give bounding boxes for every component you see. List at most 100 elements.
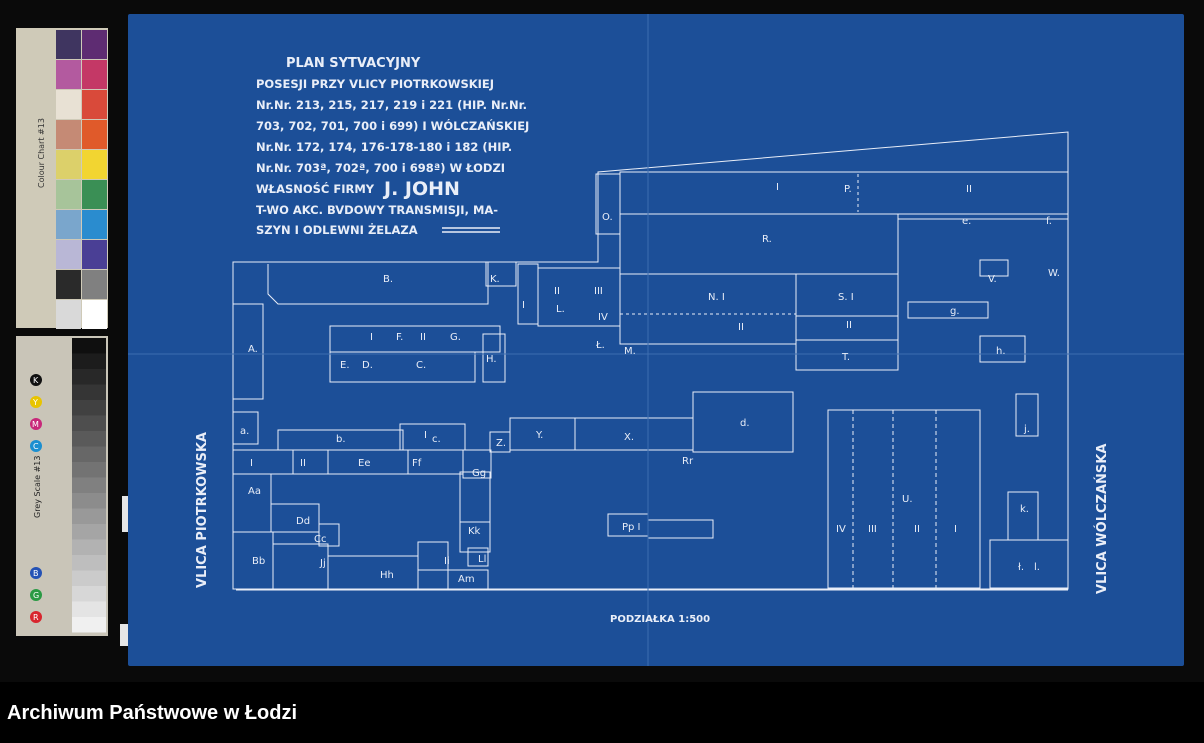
street-label-right: VLICA WÓLCZAŃSKA <box>1094 444 1110 594</box>
y-dot: Y <box>32 398 38 407</box>
colour-swatch <box>56 60 81 89</box>
colour-swatch <box>82 60 107 89</box>
colour-swatch <box>82 30 107 59</box>
building-label: D. <box>362 360 373 371</box>
title-line: Nr.Nr. 703ª, 702ª, 700 i 698ª) W ŁODZI <box>256 161 505 175</box>
cmyk-dots: K Y M C B G R <box>30 374 42 623</box>
building-label: g. <box>950 306 960 317</box>
scan-area: Colour Chart #13 Grey Scale #13 K Y M C … <box>16 14 1184 666</box>
colour-swatch <box>56 210 81 239</box>
building-label: O. <box>602 212 613 223</box>
building-label: Kk <box>468 526 481 537</box>
building-label: A. <box>248 344 258 355</box>
grey-step <box>72 462 106 478</box>
building-label: U. <box>902 494 913 505</box>
k-dot: K <box>33 376 39 385</box>
building-label: IV <box>598 312 608 323</box>
grey-step <box>72 493 106 509</box>
building-label: II <box>420 332 426 343</box>
building-label: F. <box>396 332 403 343</box>
grey-step <box>72 570 106 586</box>
b-dot: B <box>33 569 39 578</box>
m-dot: M <box>32 420 39 429</box>
grey-step <box>72 524 106 540</box>
title-line: Nr.Nr. 213, 215, 217, 219 i 221 (HIP. Nr… <box>256 98 527 112</box>
building-label: h. <box>996 346 1006 357</box>
building-label: Ll <box>478 554 486 565</box>
colour-swatch <box>56 120 81 149</box>
colour-swatches <box>56 30 107 329</box>
building-label: II <box>914 524 920 535</box>
building-label: II <box>554 286 560 297</box>
colour-swatch <box>56 150 81 179</box>
colour-swatch <box>82 120 107 149</box>
building-label: S. I <box>838 292 854 303</box>
grey-step <box>72 431 106 447</box>
c-dot: C <box>33 442 39 451</box>
building-label: b. <box>336 434 346 445</box>
building-label: Cc <box>314 534 326 545</box>
title-line: Nr.Nr. 172, 174, 176-178-180 i 182 (HIP. <box>256 140 512 154</box>
grey-steps <box>72 338 106 633</box>
archive-credit: Archiwum Państwowe w Łodzi <box>7 702 298 724</box>
company-line: T-WO AKC. BVDOWY TRANSMISJI, MA- <box>256 203 498 217</box>
building-label: V. <box>988 274 997 285</box>
colour-swatch <box>56 300 81 329</box>
building-label: G. <box>450 332 461 343</box>
building-label: Ee <box>358 458 370 469</box>
building-label: I <box>250 458 253 469</box>
title-block: PLAN SYTVACYJNY POSESJI PRZY VLICY PIOTR… <box>256 56 529 237</box>
colour-swatch <box>56 240 81 269</box>
scale-label: PODZIAŁKA 1:500 <box>610 614 710 625</box>
building-label: E. <box>340 360 350 371</box>
building-label: j. <box>1023 424 1030 435</box>
grey-step <box>72 446 106 462</box>
building-label: B. <box>383 274 393 285</box>
colour-swatch <box>56 270 81 299</box>
building-label: Jj <box>319 558 326 569</box>
building-label: P. <box>844 184 852 195</box>
building-label: Ff <box>412 458 422 469</box>
building-label: Z. <box>496 438 506 449</box>
grey-step <box>72 415 106 431</box>
building-label: W. <box>1048 268 1060 279</box>
company-line: SZYN I ODLEWNI ŻELAZA <box>256 222 418 237</box>
building-label: IV <box>836 524 846 535</box>
building-label: N. I <box>708 292 725 303</box>
colour-swatch <box>82 150 107 179</box>
building-label: a. <box>240 426 249 437</box>
building-label: c. <box>432 434 441 445</box>
building-label: L. <box>556 304 565 315</box>
g-dot: G <box>33 591 39 600</box>
grey-step <box>72 353 106 369</box>
grey-step <box>72 338 106 354</box>
footer-bar: Archiwum Państwowe w Łodzi <box>0 682 1204 743</box>
street-label-left: VLICA PIOTRKOWSKA <box>195 432 210 588</box>
building-label: K. <box>490 274 500 285</box>
building-label: T. <box>841 352 850 363</box>
building-label: II <box>846 320 852 331</box>
grey-step <box>72 477 106 493</box>
building-label: ł. <box>1018 562 1024 573</box>
colour-swatch <box>82 90 107 119</box>
owner-prefix: WŁASNOŚĆ FIRMY <box>256 181 375 196</box>
building-label: l. <box>1034 562 1040 573</box>
grey-step <box>72 400 106 416</box>
building-label: II <box>738 322 744 333</box>
building-label: I <box>424 430 427 441</box>
building-label: Dd <box>296 516 310 527</box>
colour-chart-label: Colour Chart #13 <box>37 118 46 188</box>
colour-swatch <box>82 240 107 269</box>
building-label: Am <box>458 574 475 585</box>
paper-scrap <box>120 624 128 646</box>
paper-scrap <box>122 496 130 532</box>
building-label: II <box>300 458 306 469</box>
building-label: f. <box>1046 216 1052 227</box>
building-label: M. <box>624 346 636 357</box>
grey-step <box>72 586 106 602</box>
building-label: Hh <box>380 570 394 581</box>
colour-swatch <box>56 30 81 59</box>
r-dot: R <box>33 613 39 622</box>
colour-swatch <box>82 180 107 209</box>
